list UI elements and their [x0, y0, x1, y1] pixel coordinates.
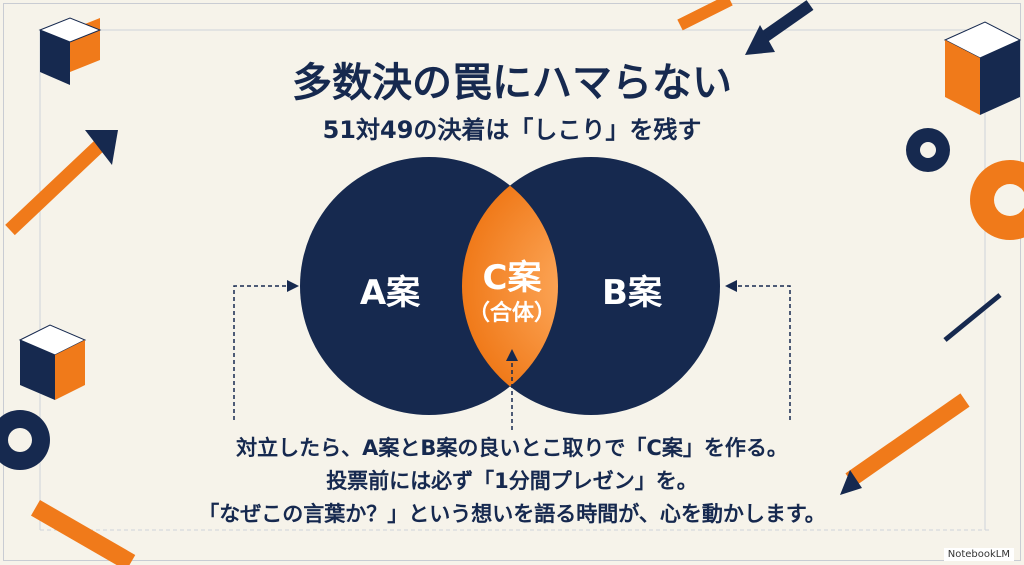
ruler-icon	[30, 0, 733, 565]
label-b: B案	[602, 273, 662, 313]
body-line: 「なぜこの言葉か？」という想いを語る時間が、心を動かします。	[198, 502, 826, 526]
slide-frame	[3, 3, 1021, 561]
page-title: 多数決の罠にハマらない	[292, 60, 732, 106]
arrow-icon	[5, 0, 814, 236]
page-subtitle: 51対49の決着は「しこり」を残す	[322, 116, 702, 144]
dashed-arrows	[233, 280, 791, 430]
body-line: 投票前には必ず「1分間プレゼン」を。	[326, 469, 698, 493]
label-a: A案	[359, 273, 421, 313]
watermark: NotebookLM	[943, 548, 1014, 561]
body-line: 対立したら、A案とB案の良いとこ取りで「C案」を作る。	[236, 436, 788, 460]
overlap-lens	[462, 157, 558, 415]
gear-icon	[0, 128, 1024, 470]
label-c-sub: （合体）	[467, 301, 556, 326]
cube-icon	[943, 21, 1022, 115]
body-text: 対立したら、A案とB案の良いとこ取りで「C案」を作る。 投票前には必ず「1分間プ…	[0, 432, 1024, 531]
cube-icon	[38, 17, 102, 85]
label-c: C案	[482, 258, 542, 298]
pencil-icon	[840, 293, 1002, 495]
cube-icon	[18, 324, 87, 400]
